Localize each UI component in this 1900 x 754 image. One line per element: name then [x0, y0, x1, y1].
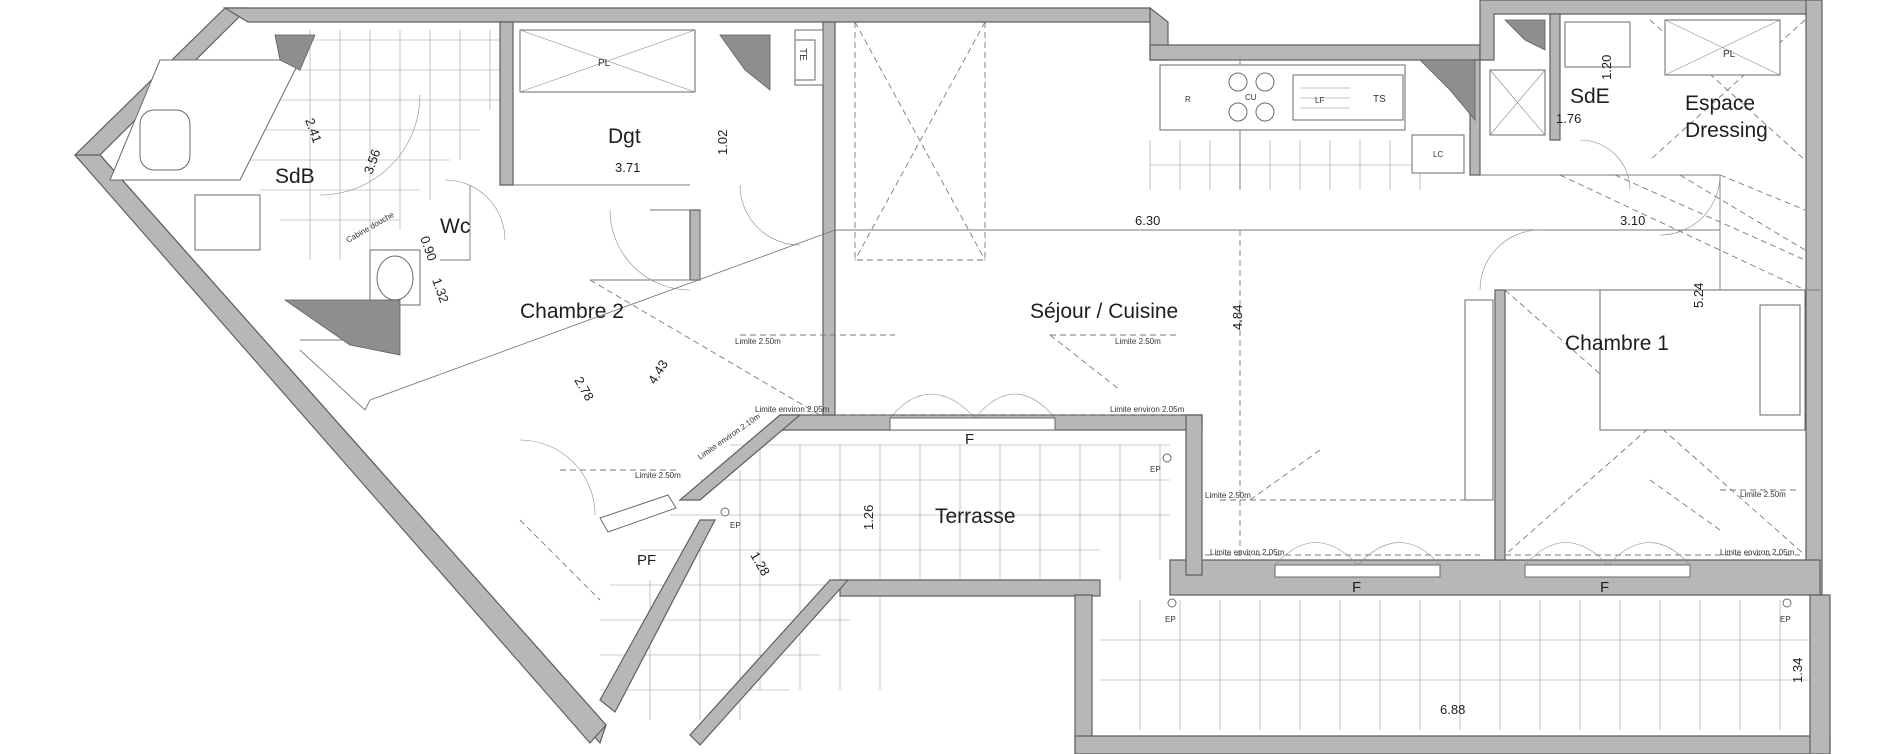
dim-terrasse-width: 1.28: [747, 549, 773, 578]
doors: [319, 94, 1721, 516]
room-terrasse-label: Terrasse: [935, 505, 1016, 528]
drain-icon: [1162, 453, 1172, 463]
dim-sde-height: 1.20: [1599, 55, 1614, 80]
room-chambre2-label: Chambre 2: [520, 300, 624, 323]
window-pf-label: PF: [637, 552, 656, 569]
room-sdb-label: SdB: [275, 165, 315, 188]
shaft-icon: [274, 34, 316, 71]
placard-dressing: [1664, 19, 1781, 76]
shaft-icon: [1419, 59, 1476, 122]
dim-terrasse-height: 1.26: [861, 505, 876, 530]
limit-note-4: Limite environ 2.05m: [755, 405, 830, 414]
lf-code: LF: [1315, 96, 1324, 105]
fridge-code: R: [1185, 95, 1191, 104]
kitchen-tiles: [1149, 140, 1421, 190]
kitchen-counter: [1159, 64, 1406, 131]
room-sde-label: SdE: [1570, 85, 1610, 108]
drain-label-4: EP: [730, 521, 741, 530]
room-chambre1-label: Chambre 1: [1565, 332, 1669, 355]
room-sejour-label: Séjour / Cuisine: [1030, 300, 1178, 323]
dimension-labels: 3.71 1.02 2.41 3.56 0.90 1.32 2.78 4.43 …: [302, 55, 1805, 717]
drain-label-2: EP: [1165, 615, 1176, 624]
limit-note-9: Limite 2.50m: [635, 471, 681, 480]
dim-ch2-a: 2.78: [571, 374, 597, 403]
dishwasher-icon: [1411, 134, 1465, 174]
toilet-icon: [369, 249, 421, 306]
dim-ch1-width: 3.10: [1620, 213, 1645, 228]
shaft-icon: [283, 299, 401, 356]
drains: EP EP EP EP: [720, 453, 1792, 624]
partitions: [299, 60, 1820, 411]
dim-sdb-a: 2.41: [302, 116, 325, 145]
terrasse-tiles: [600, 444, 1170, 720]
room-labels: Dgt SdB Wc Chambre 2 Séjour / Cuisine Sd…: [275, 85, 1768, 528]
drain-icon: [1782, 598, 1792, 608]
floor-tiles: [250, 30, 1810, 730]
limit-note-6: Limite environ 2.05m: [1720, 548, 1795, 557]
te-code: TE: [797, 48, 808, 61]
limit-note-5: Limite environ 2.05m: [1210, 548, 1285, 557]
dim-balcony-height: 1.34: [1790, 658, 1805, 683]
fixtures: [109, 19, 1806, 501]
drain-label-1: EP: [1150, 465, 1161, 474]
bathtub-icon: [109, 59, 301, 181]
limit-note-2: Limite 2.50m: [1115, 337, 1161, 346]
limit-note-3: Limite environ 2.05m: [1110, 405, 1185, 414]
dim-sejour-height: 4.84: [1230, 305, 1245, 330]
sdb-tiles: [250, 30, 500, 260]
dim-dgt-width: 3.71: [615, 160, 640, 175]
dim-sejour-width: 6.30: [1135, 213, 1160, 228]
dim-sde-width: 1.76: [1556, 111, 1581, 126]
window-f2-label: F: [1352, 579, 1361, 596]
dim-ch2-b: 4.43: [645, 357, 671, 386]
room-wc-label: Wc: [440, 215, 470, 238]
shaft-icon: [719, 34, 771, 91]
placard-dgt-code: PL: [598, 58, 611, 69]
placard-chambre1: [1464, 299, 1494, 501]
room-dgt-label: Dgt: [608, 125, 641, 148]
walls: [73, 0, 1831, 754]
lc-code: LC: [1433, 150, 1443, 159]
ts-code: TS: [1373, 94, 1386, 105]
window-f3-label: F: [1600, 579, 1609, 596]
placard-dgt: [519, 29, 696, 93]
sde-basin-icon: [1564, 21, 1631, 68]
shaft-icon: [1504, 19, 1546, 51]
balcony-tiles: [1100, 600, 1810, 730]
limit-note-8: Limite 2.50m: [1205, 491, 1251, 500]
te-box-icon: [794, 39, 816, 81]
cooktop-code: CU: [1245, 93, 1257, 102]
room-dressing-label-1: Espace: [1685, 92, 1755, 115]
dim-dgt-height: 1.02: [715, 130, 730, 155]
limit-note-1: Limite 2.50m: [735, 337, 781, 346]
drain-icon: [720, 507, 730, 517]
window-labels: F F F PF: [637, 431, 1609, 596]
dim-ch1-height: 5.24: [1691, 283, 1706, 308]
dim-wc-a: 0.90: [417, 234, 440, 263]
drain-label-3: EP: [1780, 615, 1791, 624]
windows: [599, 393, 1691, 578]
placard-dressing-code: PL: [1723, 49, 1736, 60]
limit-note-7: Limite 2.50m: [1740, 490, 1786, 499]
dim-sdb-b: 3.56: [361, 147, 384, 176]
dim-wc-b: 1.32: [429, 276, 452, 305]
window-f1-label: F: [965, 431, 974, 448]
dim-balcony-width: 6.88: [1440, 702, 1465, 717]
sdb-basin-icon: [194, 194, 261, 251]
drain-icon: [1167, 598, 1177, 608]
shower-icon: [1489, 69, 1546, 136]
room-dressing-label-2: Dressing: [1685, 119, 1768, 142]
bed-icon: [1599, 289, 1806, 431]
